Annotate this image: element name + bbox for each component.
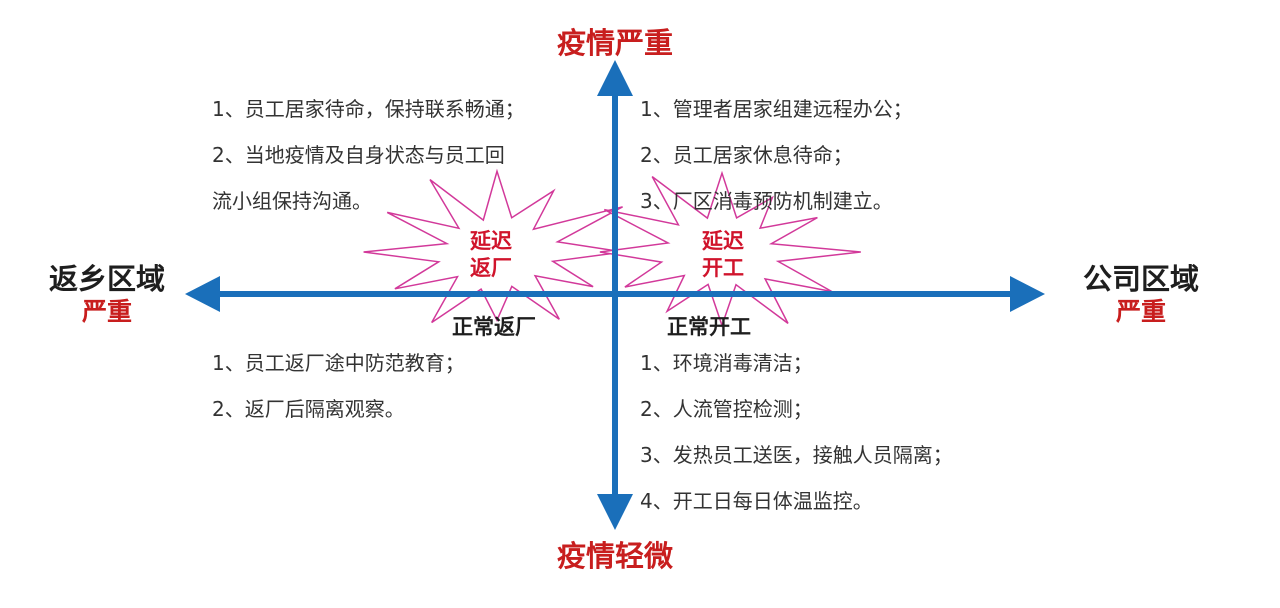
- quadrant-top-left-list: 1、员工居家待命，保持联系畅通； 2、当地疫情及自身状态与员工回 流小组保持沟通…: [212, 86, 525, 224]
- starburst-left-line-2: 返厂: [470, 255, 512, 280]
- list-item: 流小组保持沟通。: [212, 189, 372, 213]
- starburst-left-line-1: 延迟: [470, 228, 512, 253]
- list-item: 1、员工返厂途中防范教育；: [212, 351, 465, 375]
- list-item: 1、管理者居家组建远程办公；: [640, 97, 913, 121]
- list-item: 1、员工居家待命，保持联系畅通；: [212, 97, 525, 121]
- axis-right-label-sub: 严重: [1115, 297, 1166, 326]
- quadrant-bottom-left-list: 1、员工返厂途中防范教育； 2、返厂后隔离观察。: [212, 340, 465, 432]
- axis-right-label-main: 公司区域: [1082, 262, 1199, 296]
- axis-left-label: 返乡区域 严重: [22, 262, 192, 328]
- list-item: 2、当地疫情及自身状态与员工回: [212, 143, 505, 167]
- list-item: 1、环境消毒清洁；: [640, 351, 813, 375]
- list-item: 2、人流管控检测；: [640, 397, 813, 421]
- list-item: 4、开工日每日体温监控。: [640, 489, 873, 513]
- list-item: 2、员工居家休息待命；: [640, 143, 853, 167]
- top-arrowhead: [597, 60, 633, 96]
- list-item: 2、返厂后隔离观察。: [212, 397, 405, 421]
- starburst-right-line-1: 延迟: [702, 228, 744, 253]
- axis-left-label-main: 返乡区域: [48, 262, 165, 296]
- starburst-right-line-2: 开工: [702, 255, 744, 280]
- bottom-arrowhead: [597, 494, 633, 530]
- right-arrowhead: [1010, 276, 1045, 312]
- starburst-right-shape: [599, 170, 861, 328]
- axis-top-label: 疫情严重: [556, 26, 673, 60]
- axis-left-label-sub: 严重: [81, 297, 132, 326]
- quadrant-bottom-left-title: 正常返厂: [452, 314, 536, 339]
- axis-right-label: 公司区域 严重: [1056, 262, 1226, 328]
- axis-bottom-label: 疫情轻微: [556, 539, 673, 573]
- quadrant-bottom-right-list: 1、环境消毒清洁； 2、人流管控检测； 3、发热员工送医，接触人员隔离； 4、开…: [640, 340, 953, 524]
- starburst-right-label: 延迟 开工: [683, 227, 763, 281]
- starburst-left-label: 延迟 返厂: [451, 227, 531, 281]
- quadrant-bottom-right-title: 正常开工: [667, 314, 751, 339]
- starburst-left-shape: [363, 168, 624, 324]
- list-item: 3、厂区消毒预防机制建立。: [640, 189, 893, 213]
- list-item: 3、发热员工送医，接触人员隔离；: [640, 443, 953, 467]
- quadrant-top-right-list: 1、管理者居家组建远程办公； 2、员工居家休息待命； 3、厂区消毒预防机制建立。: [640, 86, 913, 224]
- left-arrowhead: [185, 276, 220, 312]
